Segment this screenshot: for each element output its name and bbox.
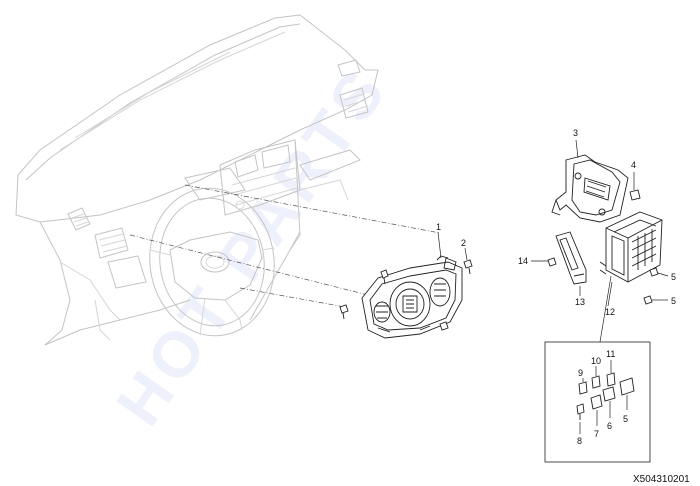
detail-connector xyxy=(599,275,612,343)
mounting-bracket-14 xyxy=(555,231,587,285)
leader-dashdot-upper xyxy=(184,184,441,234)
callout-14: 13 xyxy=(575,297,585,307)
detail-box xyxy=(544,341,651,463)
fuse-11 xyxy=(591,375,601,389)
figure-code: X504310201 xyxy=(633,474,690,485)
callout-10: 9 xyxy=(578,368,583,378)
callout-7: 6 xyxy=(607,421,612,431)
callout-11: 10 xyxy=(591,356,601,366)
watermark: HOT PARTS xyxy=(102,53,401,438)
dashboard-illustration xyxy=(15,14,379,346)
fuse-9 xyxy=(576,403,585,415)
leader-dashdot-lower xyxy=(129,234,369,296)
cluster-screws xyxy=(339,259,473,331)
callout-12: 11 xyxy=(606,349,615,359)
callout-4: 4 xyxy=(631,160,636,170)
callout-9: 8 xyxy=(577,436,582,446)
leader-dashdot-3 xyxy=(239,287,346,308)
callout-3: 3 xyxy=(573,128,578,138)
callout-13: 12 xyxy=(605,307,615,317)
screw-5a xyxy=(649,267,659,277)
relay-12 xyxy=(606,372,616,387)
leader-2 xyxy=(464,247,468,261)
callout-1: 1 xyxy=(436,222,441,232)
screw-15 xyxy=(547,257,557,267)
callout-5a: 5 xyxy=(671,272,676,282)
nut-4 xyxy=(629,189,641,201)
bracket xyxy=(551,154,629,223)
fuse-8 xyxy=(590,394,603,410)
instrument-cluster xyxy=(361,255,463,339)
callout-15: 14 xyxy=(518,256,528,266)
callout-6: 5 xyxy=(623,414,628,424)
screw-5b xyxy=(643,295,653,305)
callout-2: 2 xyxy=(461,238,466,248)
leader-13 xyxy=(607,281,613,307)
fuse-box xyxy=(599,211,663,283)
leader-1 xyxy=(437,231,442,259)
callout-8: 7 xyxy=(594,429,599,439)
leader-3 xyxy=(575,139,579,159)
leader-5a xyxy=(657,272,669,277)
relay-6 xyxy=(619,377,635,396)
relay-7 xyxy=(602,386,616,402)
fuse-10 xyxy=(578,381,588,395)
callout-5b: 5 xyxy=(671,296,676,306)
